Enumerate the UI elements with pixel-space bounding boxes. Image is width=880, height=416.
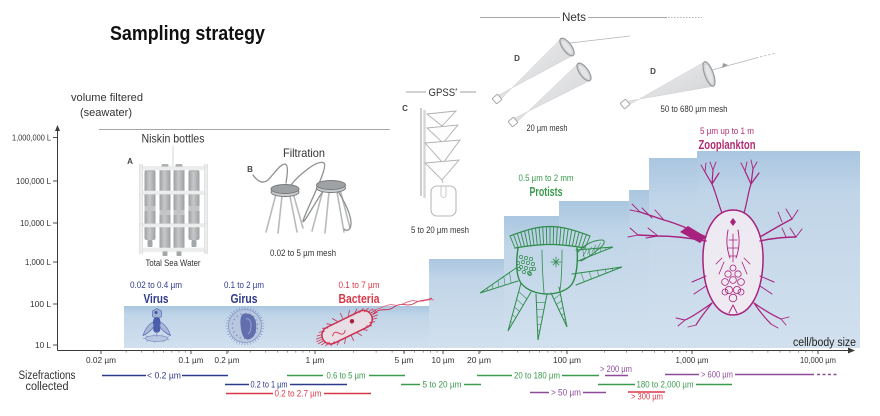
svg-text:collected: collected: [26, 381, 69, 393]
svg-text:1 µm: 1 µm: [306, 355, 325, 365]
svg-text:A: A: [127, 157, 133, 166]
svg-text:Virus: Virus: [144, 291, 169, 306]
svg-text:0.2 µm: 0.2 µm: [215, 355, 240, 365]
svg-text:0.1 µm: 0.1 µm: [179, 355, 204, 365]
svg-text:5 µm: 5 µm: [395, 355, 414, 365]
svg-text:Nets: Nets: [562, 10, 586, 24]
svg-text:Filtration: Filtration: [283, 146, 325, 160]
svg-text:> 600 µm: > 600 µm: [701, 370, 733, 380]
svg-text:0.02 µm: 0.02 µm: [86, 355, 116, 365]
svg-text:0.2 to 2.7 µm: 0.2 to 2.7 µm: [275, 389, 322, 399]
svg-text:20 µm mesh: 20 µm mesh: [527, 123, 568, 133]
svg-text:100 µm: 100 µm: [553, 355, 581, 365]
svg-text:5 to 20 µm mesh: 5 to 20 µm mesh: [411, 225, 469, 235]
svg-text:Total Sea Water: Total Sea Water: [146, 258, 201, 268]
svg-text:0.6 to 5 µm: 0.6 to 5 µm: [327, 371, 366, 381]
svg-text:20 to 180 µm: 20 to 180 µm: [514, 371, 560, 381]
svg-text:Zooplankton: Zooplankton: [699, 137, 756, 152]
svg-text:B: B: [247, 165, 253, 174]
svg-text:< 0.2 µm: < 0.2 µm: [147, 371, 181, 381]
svg-text:Bacteria: Bacteria: [339, 291, 381, 306]
svg-text:Niskin bottles: Niskin bottles: [142, 132, 205, 146]
svg-text:(seawater): (seawater): [80, 107, 132, 119]
svg-text:Protists: Protists: [530, 184, 563, 199]
svg-text:0.02 to 0.4 µm: 0.02 to 0.4 µm: [130, 280, 182, 290]
svg-text:1,000 µm: 1,000 µm: [676, 355, 709, 365]
svg-text:100,000 L: 100,000 L: [16, 176, 51, 186]
svg-text:1,000,000 L: 1,000,000 L: [12, 133, 51, 143]
svg-text:20 µm: 20 µm: [467, 355, 491, 365]
svg-text:> 50 µm: > 50 µm: [551, 388, 581, 398]
svg-text:> 200 µm: > 200 µm: [600, 364, 632, 374]
svg-text:Sampling strategy: Sampling strategy: [110, 23, 266, 45]
svg-text:0.1 to 7 µm: 0.1 to 7 µm: [339, 280, 380, 290]
svg-text:Sizefractions: Sizefractions: [19, 370, 76, 382]
svg-text:10 µm: 10 µm: [432, 355, 455, 365]
svg-text:180 to 2,000 µm: 180 to 2,000 µm: [637, 380, 694, 390]
svg-text:10 L: 10 L: [35, 340, 51, 350]
svg-text:0.2 to 1 µm: 0.2 to 1 µm: [251, 380, 288, 390]
svg-text:5 µm up to 1 m: 5 µm up to 1 m: [700, 126, 754, 136]
svg-text:0.1 to 2 µm: 0.1 to 2 µm: [224, 280, 264, 290]
svg-text:cell/body size: cell/body size: [793, 337, 856, 349]
svg-text:50 to 680 µm mesh: 50 to 680 µm mesh: [661, 104, 728, 114]
svg-text:D: D: [650, 67, 656, 76]
svg-text:D: D: [514, 54, 520, 63]
svg-text:C: C: [402, 104, 408, 113]
svg-text:10,000 µm: 10,000 µm: [800, 355, 836, 365]
svg-text:1,000 L: 1,000 L: [25, 257, 51, 267]
svg-text:10,000 L: 10,000 L: [20, 218, 51, 228]
svg-text:volume filtered: volume filtered: [71, 92, 143, 104]
svg-text:5 to 20 µm: 5 to 20 µm: [423, 380, 462, 390]
svg-text:0.02 to 5 µm mesh: 0.02 to 5 µm mesh: [270, 248, 336, 258]
svg-text:Girus: Girus: [231, 291, 258, 306]
svg-text:0.5 µm to 2 mm: 0.5 µm to 2 mm: [519, 173, 574, 183]
svg-text:100 L: 100 L: [30, 299, 51, 309]
svg-text:> 300 µm: > 300 µm: [631, 392, 663, 402]
svg-text:GPSS*: GPSS*: [429, 87, 458, 99]
